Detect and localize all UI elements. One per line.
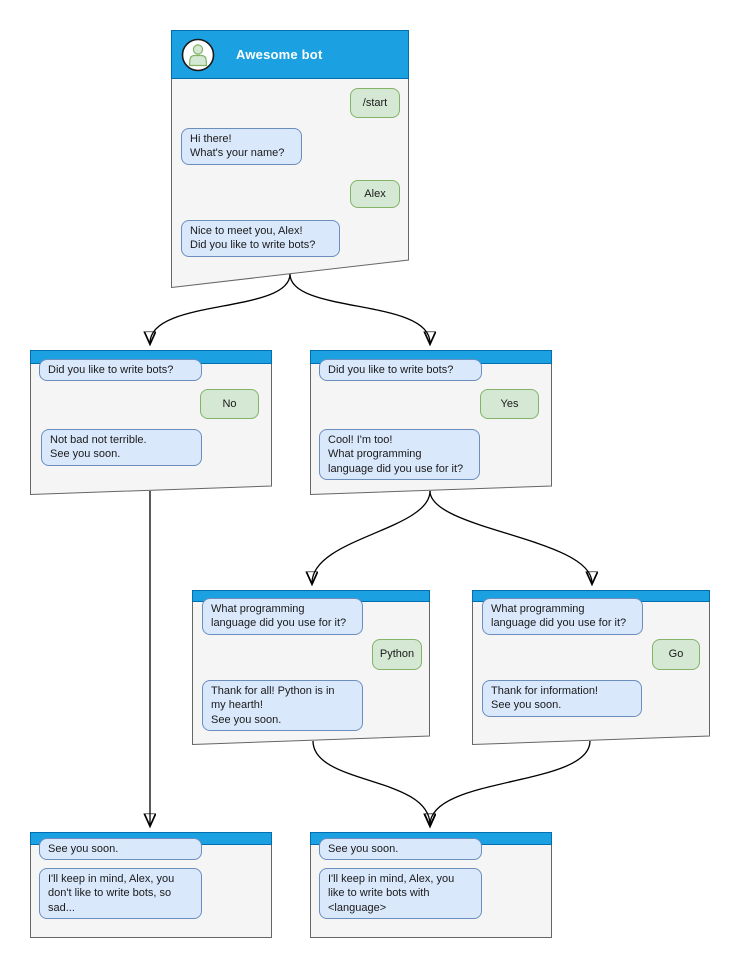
user-message-bubble: Yes (480, 389, 539, 419)
bot-message-bubble: Cool! I'm too! What programming language… (319, 429, 480, 480)
chat-window-python-branch: What programming language did you use fo… (192, 590, 430, 745)
bot-message-bubble: I'll keep in mind, Alex, you don't like … (39, 868, 202, 919)
chat-window-yes-branch: Did you like to write bots? Yes Cool! I'… (310, 350, 552, 495)
chat-window-root: Awesome bot /start Hi there! What's your… (171, 30, 409, 288)
chat-window-end-no: See you soon. I'll keep in mind, Alex, y… (30, 832, 272, 938)
user-message-bubble: No (200, 389, 259, 419)
bot-message-bubble: Not bad not terrible. See you soon. (41, 429, 202, 466)
window-title: Awesome bot (236, 47, 323, 62)
bot-message-bubble: What programming language did you use fo… (482, 598, 643, 635)
user-message-bubble: Alex (350, 180, 400, 208)
arrow-yes-to-go (429, 490, 592, 583)
chat-window-go-branch: What programming language did you use fo… (472, 590, 710, 745)
user-message-bubble: Go (652, 639, 700, 670)
bot-message-bubble: I'll keep in mind, Alex, you like to wri… (319, 868, 482, 919)
bot-message-bubble: Did you like to write bots? (39, 359, 202, 382)
bot-message-bubble: Nice to meet you, Alex! Did you like to … (181, 220, 340, 257)
user-message-bubble: /start (350, 88, 400, 118)
window-header: Awesome bot (171, 30, 409, 79)
user-message-bubble: Python (372, 639, 422, 670)
arrow-go-to-end (430, 740, 591, 825)
arrow-yes-to-python (312, 490, 431, 583)
bot-message-bubble: Thank for information! See you soon. (482, 680, 642, 717)
bot-message-bubble: Hi there! What's your name? (181, 128, 302, 165)
bot-message-bubble: Did you like to write bots? (319, 359, 482, 382)
bot-message-bubble: Thank for all! Python is in my hearth! S… (202, 680, 363, 731)
bot-message-bubble: See you soon. (319, 838, 482, 861)
chat-window-no-branch: Did you like to write bots? No Not bad n… (30, 350, 272, 495)
bot-avatar-icon (181, 38, 215, 72)
arrow-python-to-end (312, 740, 430, 825)
bot-message-bubble: See you soon. (39, 838, 202, 861)
bot-message-bubble: What programming language did you use fo… (202, 598, 363, 635)
chat-window-end-yes: See you soon. I'll keep in mind, Alex, y… (310, 832, 552, 938)
